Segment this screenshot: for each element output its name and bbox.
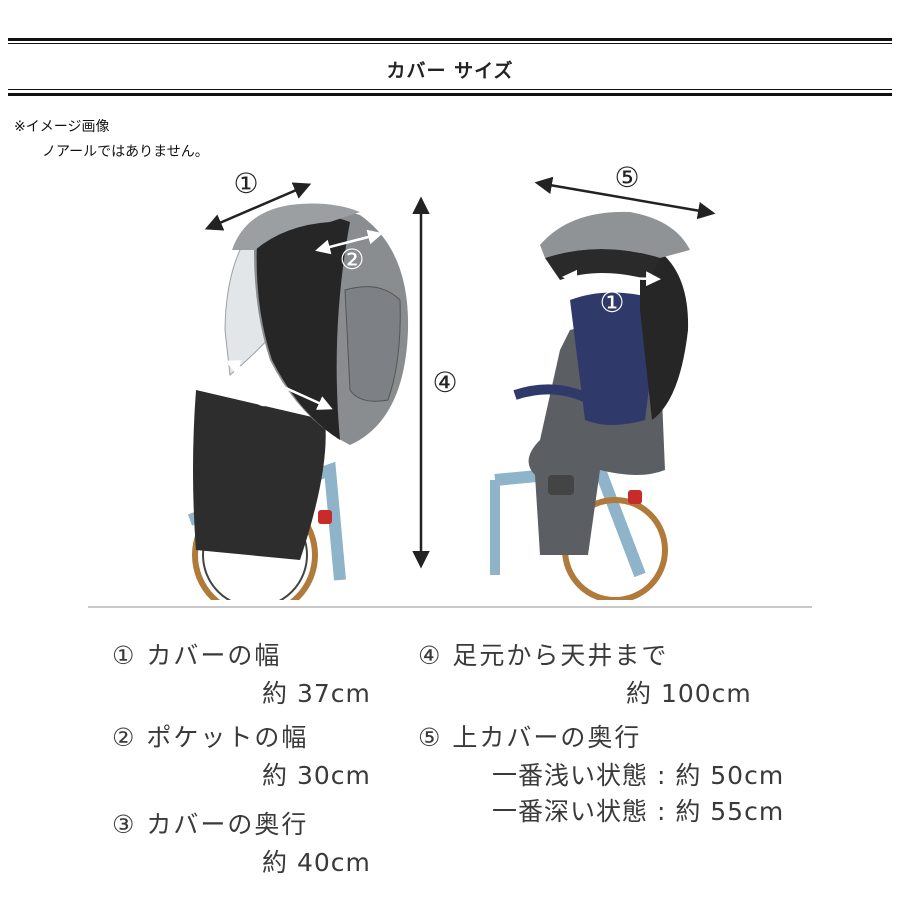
header-rule-top-1: [8, 38, 892, 41]
spec-4-label: ④ 足元から天井まで: [418, 641, 669, 670]
image-note-line2: ノアールではありません。: [42, 144, 209, 160]
spec-5-value-shallow: 一番浅い状態 : 約 50cm: [492, 761, 785, 790]
marker-4: ④: [432, 366, 457, 399]
section-divider: [88, 606, 812, 608]
spec-2-label: ② ポケットの幅: [112, 723, 309, 752]
image-note-line1: ※イメージ画像: [14, 119, 110, 135]
spec-4-value: 約 100cm: [626, 679, 752, 708]
marker-3: ③: [251, 380, 276, 413]
tail-light: [318, 510, 332, 524]
spec-5-value-deep: 一番深い状態 : 約 55cm: [492, 797, 785, 826]
page-title: カバー サイズ: [386, 60, 514, 82]
product-figures: ① ② ③ ④ ⑤ ①: [187, 161, 716, 600]
spec-3-value: 約 40cm: [262, 848, 371, 877]
spec-3-label: ③ カバーの奥行: [112, 810, 309, 839]
spec-1-label: ① カバーの幅: [112, 641, 282, 670]
header-rule-bottom-2: [8, 93, 892, 96]
spec-1-value: 約 37cm: [262, 679, 371, 708]
header-rule-bottom-1: [8, 89, 892, 90]
marker-1-right: ①: [599, 286, 624, 319]
tail-light: [628, 490, 642, 504]
marker-5: ⑤: [614, 161, 639, 194]
spec-5-label: ⑤ 上カバーの奥行: [418, 723, 642, 752]
spec-2-value: 約 30cm: [262, 761, 371, 790]
rear-seat-cover-photo: [187, 182, 409, 600]
seat-logo-plate: [548, 475, 574, 495]
header-rule-top-2: [8, 43, 892, 44]
marker-2: ②: [339, 243, 364, 276]
child-seat-canopy-photo: [490, 176, 716, 600]
marker-1-top: ①: [233, 167, 258, 200]
